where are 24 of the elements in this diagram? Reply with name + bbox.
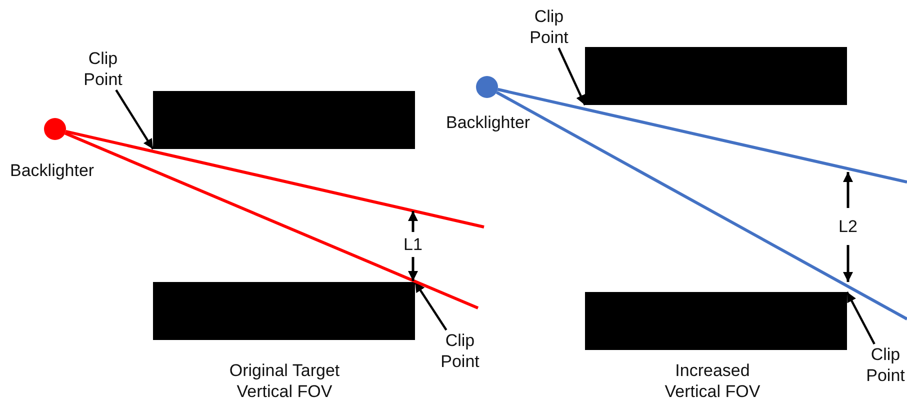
light-source-dot bbox=[476, 76, 498, 98]
callout-label: Clip Point bbox=[527, 6, 571, 48]
light-ray bbox=[497, 88, 907, 184]
source-label: Backlighter bbox=[10, 160, 94, 181]
callout-label: Clip Point bbox=[80, 48, 126, 90]
dimension-label: L1 bbox=[402, 234, 424, 255]
aperture-block bbox=[585, 292, 847, 350]
callout-label: Clip Point bbox=[864, 344, 907, 386]
leader-arrow bbox=[558, 48, 586, 106]
callout-label: Clip Point bbox=[438, 330, 482, 372]
caption: Original Target Vertical FOV bbox=[228, 360, 341, 402]
light-source-dot bbox=[44, 118, 66, 140]
aperture-block bbox=[585, 47, 847, 105]
aperture-block bbox=[153, 282, 415, 340]
leader-arrow bbox=[846, 291, 876, 345]
light-ray bbox=[496, 90, 907, 320]
leader-arrow bbox=[115, 89, 154, 150]
source-label: Backlighter bbox=[446, 112, 530, 133]
caption: Increased Vertical FOV bbox=[664, 360, 762, 402]
light-ray bbox=[65, 130, 484, 228]
leader-arrow bbox=[414, 281, 448, 331]
dimension-label: L2 bbox=[838, 216, 858, 237]
aperture-block bbox=[153, 91, 415, 149]
light-ray bbox=[64, 132, 479, 310]
